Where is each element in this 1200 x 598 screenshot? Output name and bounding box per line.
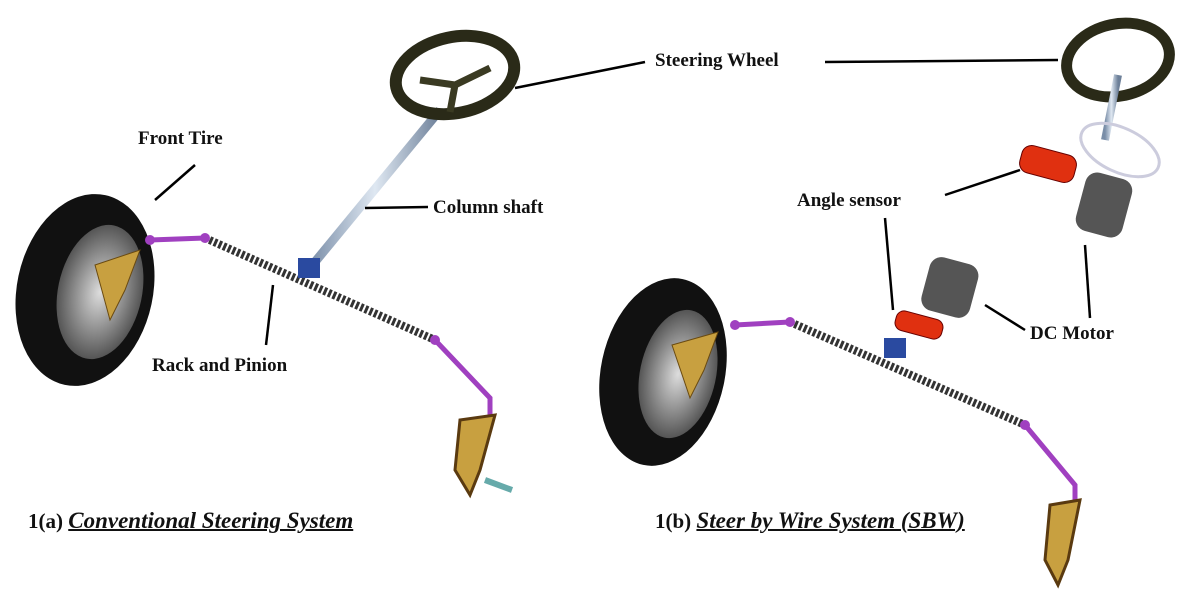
front-tire-left [15,194,155,386]
caption-b-prefix: 1(b) [655,509,692,533]
steering-wheel-left [389,29,521,121]
pinion [298,258,320,278]
angle-sensor-upper [1019,144,1077,184]
steering-wheel-right [1061,17,1175,179]
label-dc-motor: DC Motor [1030,323,1114,344]
conventional-system [15,29,521,499]
label-angle-sensor: Angle sensor [797,190,901,211]
rack-left [145,233,514,499]
sbw-system [599,17,1175,589]
caption-a-title: Conventional Steering System [68,508,354,533]
label-column-shaft: Column shaft [433,197,544,218]
dc-motor-lower [921,257,979,318]
caption-conventional: 1(a) Conventional Steering System [28,508,353,534]
label-front-tire: Front Tire [138,128,223,149]
caption-sbw: 1(b) Steer by Wire System (SBW) [655,508,965,534]
pinion-right [884,338,906,358]
dc-motor-upper [1075,172,1133,238]
rack-right [730,317,1082,589]
caption-a-prefix: 1(a) [28,509,63,533]
angle-sensor-lower [894,310,944,340]
front-tire-right [599,278,727,466]
column-shaft [306,107,444,271]
label-steering-wheel: Steering Wheel [655,50,779,71]
leader-lines [154,58,1092,346]
caption-b-title: Steer by Wire System (SBW) [696,508,965,533]
label-rack-and-pinion: Rack and Pinion [152,355,288,376]
